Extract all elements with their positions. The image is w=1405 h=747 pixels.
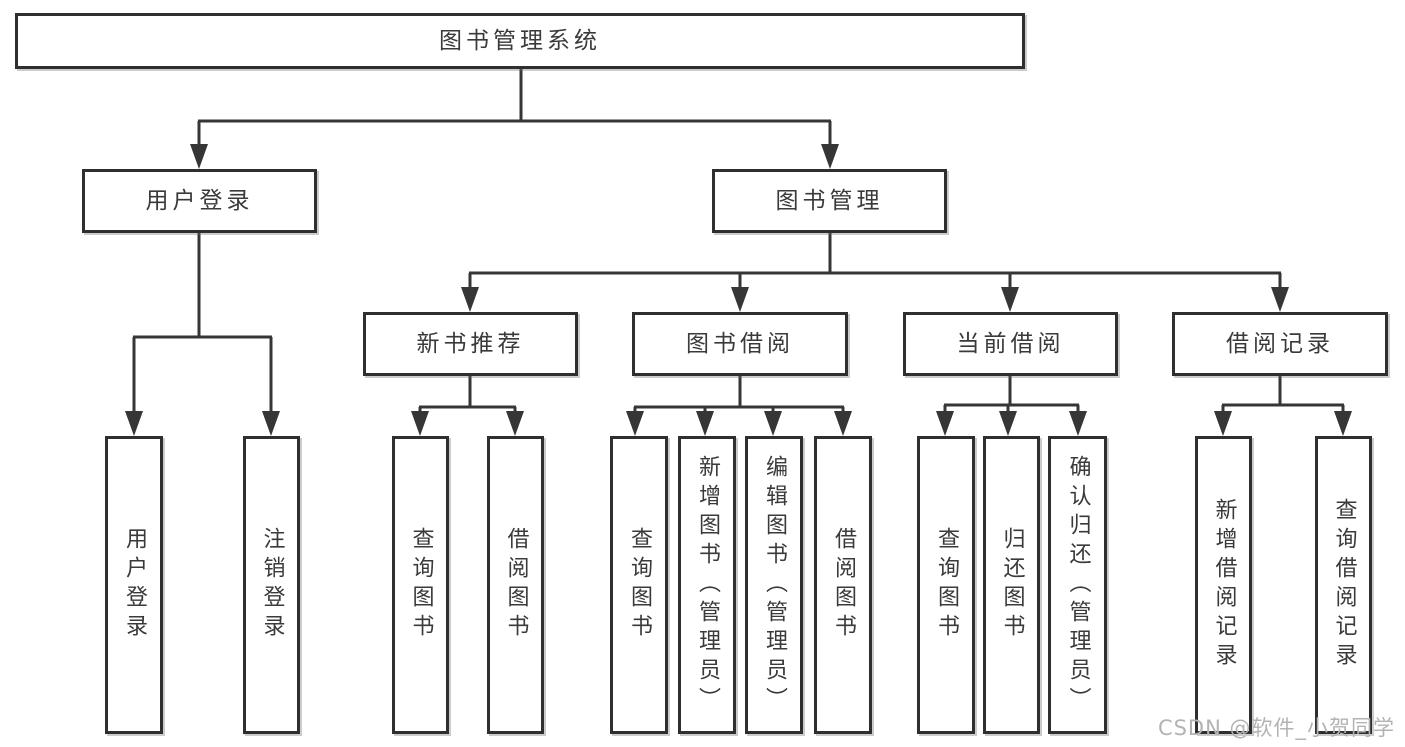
leaf-newbook-query-books: 查询图书: [392, 436, 449, 734]
leaf-borrow-query-books-label: 查询图书: [627, 527, 652, 643]
leaf-current-confirm-return-admin-label: 确认归还（管理员）: [1065, 454, 1091, 716]
leaf-logout-label: 注销登录: [259, 527, 285, 643]
leaf-user-login-label: 用户登录: [122, 527, 147, 643]
leaf-borrow-query-books: 查询图书: [610, 436, 668, 734]
leaf-newbook-borrow-books: 借阅图书: [487, 436, 544, 734]
leaf-newbook-query-books-label: 查询图书: [408, 527, 434, 643]
leaf-records-add-record: 新增借阅记录: [1195, 436, 1252, 734]
arrowheads: [125, 144, 1352, 436]
leaf-borrow-borrow-books-label: 借阅图书: [831, 527, 856, 643]
branch-user-login: 用户登录: [82, 169, 317, 233]
node-current-borrowing-label: 当前借阅: [956, 330, 1065, 357]
node-borrowing-records: 借阅记录: [1172, 312, 1388, 376]
node-root-system: 图书管理系统: [15, 13, 1025, 69]
leaf-logout: 注销登录: [243, 436, 300, 734]
leaf-user-login: 用户登录: [105, 436, 163, 734]
node-current-borrowing: 当前借阅: [903, 312, 1118, 376]
node-borrowing-records-label: 借阅记录: [1226, 330, 1334, 357]
leaf-current-return-books: 归还图书: [983, 436, 1040, 734]
branch-book-management: 图书管理: [712, 169, 947, 233]
leaf-records-query-record-label: 查询借阅记录: [1331, 498, 1357, 672]
node-new-book-recommend: 新书推荐: [363, 312, 578, 376]
leaf-current-query-books-label: 查询图书: [934, 527, 959, 643]
node-book-borrowing-label: 图书借阅: [686, 330, 794, 357]
leaf-borrow-edit-books-admin-label: 编辑图书（管理员）: [762, 454, 787, 716]
watermark-text: CSDN @软件_小贺同学: [1157, 716, 1395, 740]
tree-edges: [132, 69, 1345, 414]
leaf-records-add-record-label: 新增借阅记录: [1211, 498, 1237, 672]
node-book-borrowing: 图书借阅: [632, 312, 848, 376]
leaf-current-query-books: 查询图书: [917, 436, 975, 734]
leaf-borrow-edit-books-admin: 编辑图书（管理员）: [745, 436, 803, 734]
leaf-newbook-borrow-books-label: 借阅图书: [503, 527, 529, 643]
branch-book-management-label: 图书管理: [775, 187, 884, 214]
node-root-system-label: 图书管理系统: [439, 27, 601, 54]
leaf-current-confirm-return-admin: 确认归还（管理员）: [1048, 436, 1107, 734]
leaf-current-return-books-label: 归还图书: [999, 527, 1025, 643]
node-new-book-recommend-label: 新书推荐: [416, 330, 525, 357]
leaf-borrow-borrow-books: 借阅图书: [814, 436, 872, 734]
branch-user-login-label: 用户登录: [145, 187, 254, 214]
leaf-records-query-record: 查询借阅记录: [1315, 436, 1372, 734]
leaf-borrow-add-books-admin-label: 新增图书（管理员）: [695, 454, 720, 716]
leaf-borrow-add-books-admin: 新增图书（管理员）: [678, 436, 736, 734]
